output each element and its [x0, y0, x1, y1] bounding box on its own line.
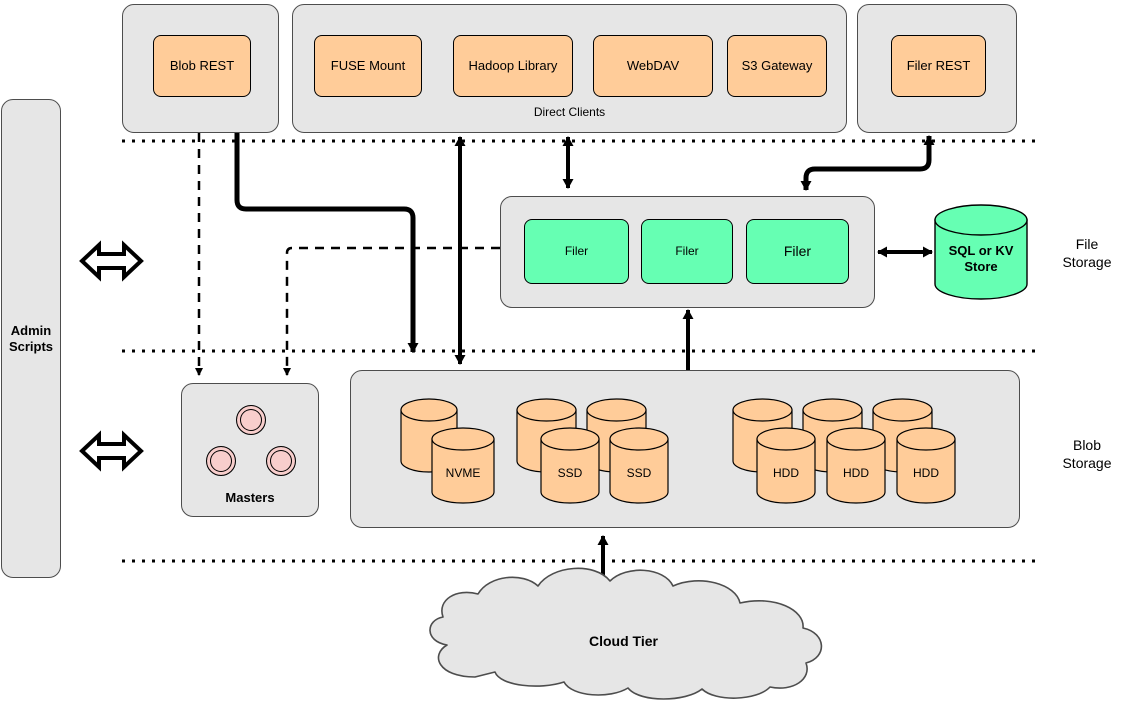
node-filer-rest-label: Filer REST [906, 57, 971, 73]
volume-group-hdd: HDD HDD HDD [731, 397, 981, 507]
volume-servers-group: NVME SSD [350, 370, 1020, 528]
node-hadoop-library-label: Hadoop Library [468, 57, 558, 73]
direct-clients-caption: Direct Clients [533, 105, 606, 119]
masters-label: Masters [225, 490, 275, 505]
tier-label-blob-storage: Blob Storage [1058, 437, 1116, 472]
node-blob-rest[interactable]: Blob REST [153, 35, 251, 97]
filer-group: Filer Filer Filer [500, 196, 875, 308]
direct-clients-group: FUSE Mount Hadoop Library WebDAV S3 Gate… [292, 4, 847, 133]
admin-scripts-label-line1: Admin [10, 322, 52, 338]
cylinder-shape [756, 427, 816, 504]
kv-store-label-line2: Store [964, 258, 998, 274]
node-webdav-label: WebDAV [626, 57, 680, 73]
cloud-tier-label: Cloud Tier [589, 633, 658, 649]
wire-filer-to-masters-dashed [283, 246, 500, 376]
volume-group-nvme: NVME [399, 397, 509, 507]
wire-blobrest-to-volumes [234, 133, 419, 353]
node-s3-gateway-label: S3 Gateway [741, 57, 813, 73]
node-filer-2[interactable]: Filer [641, 219, 733, 284]
admin-scripts-box[interactable]: Admin Scripts [1, 99, 61, 578]
hdd-cylinder-front-2[interactable]: HDD [825, 426, 887, 506]
master-ring-1 [236, 405, 266, 435]
blob-rest-group: Blob REST [122, 4, 279, 133]
cylinder-shape [540, 427, 600, 504]
tier-label-blob-storage-line1: Blob Storage [1062, 437, 1112, 471]
hdd-cylinder-front-1[interactable]: HDD [755, 426, 817, 506]
node-filer-3-label: Filer [783, 243, 812, 260]
node-hadoop-library[interactable]: Hadoop Library [453, 35, 573, 97]
tier-label-file-storage: File Storage [1058, 236, 1116, 271]
cylinder-shape [896, 427, 956, 504]
cylinder-shape [609, 427, 669, 504]
node-filer-1[interactable]: Filer [524, 219, 629, 284]
kv-store-shape [934, 204, 1028, 300]
master-ring-2 [206, 446, 236, 476]
wire-filerrest-to-filer [800, 135, 935, 191]
ssd-cylinder-front-2[interactable]: SSD [608, 426, 670, 506]
cylinder-shape [826, 427, 886, 504]
admin-scripts-label: Admin Scripts [9, 323, 53, 354]
admin-arrow-file-storage [79, 240, 144, 282]
kv-store-cylinder[interactable]: SQL or KV Store [932, 203, 1030, 301]
node-fuse-mount-label: FUSE Mount [330, 57, 406, 73]
node-webdav[interactable]: WebDAV [593, 35, 713, 97]
kv-store-label-line1: SQL or KV [948, 243, 1014, 258]
node-filer-rest[interactable]: Filer REST [891, 35, 986, 97]
node-filer-2-label: Filer [675, 243, 699, 258]
kv-store-label: SQL or KV Store [932, 243, 1030, 274]
node-s3-gateway[interactable]: S3 Gateway [727, 35, 827, 97]
node-filer-1-label: Filer [564, 243, 589, 258]
nvme-cylinder-front-1[interactable]: NVME [430, 426, 496, 506]
admin-arrow-blob-storage [79, 430, 144, 472]
hdd-cylinder-front-3[interactable]: HDD [895, 426, 957, 506]
master-ring-3 [266, 446, 296, 476]
volume-group-ssd: SSD SSD [515, 397, 695, 507]
ssd-cylinder-front-1[interactable]: SSD [539, 426, 601, 506]
node-blob-rest-label: Blob REST [169, 57, 235, 73]
cylinder-shape [431, 427, 495, 504]
tier-label-file-storage-line1: File Storage [1062, 236, 1112, 270]
masters-group[interactable]: Masters [181, 383, 319, 517]
node-filer-3[interactable]: Filer [746, 219, 849, 284]
admin-scripts-label-line2: Scripts [8, 338, 54, 354]
filer-rest-group: Filer REST [857, 4, 1017, 133]
node-fuse-mount[interactable]: FUSE Mount [314, 35, 422, 97]
